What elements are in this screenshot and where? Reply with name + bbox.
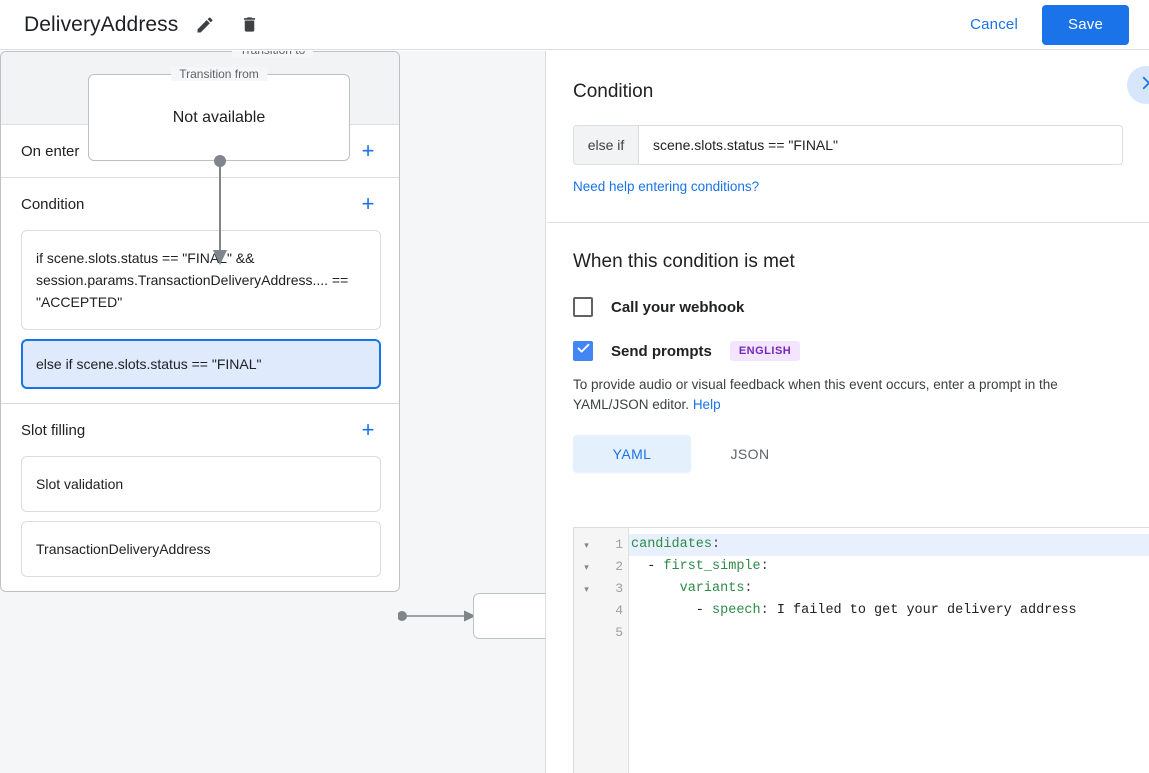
condition-section: Condition else if Need help entering con…	[547, 51, 1149, 223]
transition-to-legend: Transition to	[231, 51, 314, 57]
transition-from-card: Transition from Not available	[88, 67, 350, 161]
section-condition-title: Condition	[21, 195, 85, 213]
section-slot-filling-body: Slot validation TransactionDeliveryAddre…	[1, 456, 399, 591]
edit-button[interactable]	[188, 8, 222, 42]
prompt-description: To provide audio or visual feedback when…	[573, 375, 1123, 415]
transition-from-legend: Transition from	[171, 67, 267, 81]
condition-prefix-label: else if	[574, 126, 639, 164]
cancel-button[interactable]: Cancel	[956, 8, 1032, 41]
section-on-enter-head: On enter +	[1, 125, 399, 177]
prompt-description-text: To provide audio or visual feedback when…	[573, 377, 1058, 412]
editor-code-line[interactable]: - first_simple:	[631, 559, 769, 574]
transition-from-value: Not available	[172, 108, 266, 126]
add-condition-button[interactable]: +	[361, 191, 375, 216]
pencil-icon	[195, 15, 215, 35]
editor-line-number: 3	[615, 581, 623, 596]
check-icon	[576, 341, 591, 361]
slot-item[interactable]: TransactionDeliveryAddress	[21, 521, 381, 577]
add-on-enter-button[interactable]: +	[361, 138, 375, 163]
editor-line-number: 4	[615, 603, 623, 618]
code-editor[interactable]: ▾ ▾ ▾ 1 2 3 4 5 candidates: - first_simple: va…	[573, 527, 1149, 773]
send-prompts-label: Send prompts	[611, 342, 712, 360]
section-condition: Condition + if scene.slots.status == "FI…	[1, 178, 399, 404]
call-webhook-label: Call your webhook	[611, 298, 745, 316]
chevron-right-icon	[1137, 74, 1149, 97]
editor-line-number: 2	[615, 559, 623, 574]
add-slot-filling-button[interactable]: +	[361, 417, 375, 442]
editor-code-area[interactable]: candidates: - first_simple: variants: - …	[629, 528, 1149, 773]
editor-code-line[interactable]: - speech: I failed to get your delivery …	[631, 603, 1077, 618]
condition-input-row[interactable]: else if	[573, 125, 1123, 165]
send-prompts-row[interactable]: Send prompts ENGLISH	[573, 341, 1123, 361]
target-node-card[interactable]	[473, 593, 545, 639]
condition-help-link[interactable]: Need help entering conditions?	[573, 179, 760, 194]
tab-yaml[interactable]: YAML	[573, 435, 691, 473]
slot-item[interactable]: Slot validation	[21, 456, 381, 512]
condition-expression-input[interactable]	[639, 126, 1122, 164]
delete-button[interactable]	[232, 8, 266, 42]
editor-code-line[interactable]: variants:	[679, 581, 753, 596]
editor-fold-toggle[interactable]: ▾	[584, 561, 589, 572]
editor-format-tabs: YAML JSON	[573, 435, 1123, 473]
section-condition-head: Condition +	[1, 178, 399, 230]
send-prompts-checkbox[interactable]	[573, 341, 593, 361]
trash-icon	[240, 15, 259, 34]
editor-line-number: 1	[615, 537, 623, 552]
details-panel: Condition else if Need help entering con…	[547, 51, 1149, 773]
section-slot-filling: Slot filling + Slot validation Transacti…	[1, 404, 399, 591]
when-condition-met-section: When this condition is met Call your web…	[547, 223, 1149, 473]
section-on-enter-title: On enter	[21, 142, 80, 160]
editor-fold-toggle[interactable]	[574, 600, 599, 622]
section-condition-body: if scene.slots.status == "FINAL" && sess…	[1, 230, 399, 403]
editor-fold-toggle[interactable]: ▾	[584, 583, 589, 594]
prompt-help-link[interactable]: Help	[692, 397, 721, 412]
editor-line-number-gutter: 1 2 3 4 5	[599, 528, 629, 773]
editor-line-number: 5	[615, 625, 623, 640]
editor-fold-toggle[interactable]: ▾	[584, 539, 589, 550]
condition-out-edge	[398, 610, 476, 622]
webhook-row[interactable]: Call your webhook	[573, 297, 1123, 317]
editor-fold-gutter[interactable]: ▾ ▾ ▾	[574, 528, 599, 773]
condition-item-selected[interactable]: else if scene.slots.status == "FINAL"	[21, 339, 381, 389]
condition-item[interactable]: if scene.slots.status == "FINAL" && sess…	[21, 230, 381, 330]
section-on-enter: On enter +	[1, 125, 399, 178]
section-slot-filling-title: Slot filling	[21, 421, 86, 439]
flow-canvas[interactable]: Transition from Not available Transition…	[0, 51, 546, 773]
language-badge: ENGLISH	[729, 341, 801, 361]
when-condition-met-heading: When this condition is met	[573, 251, 795, 272]
tab-json[interactable]: JSON	[730, 446, 770, 462]
flow-connector-arrow	[213, 155, 227, 265]
condition-heading: Condition	[573, 81, 654, 102]
call-webhook-checkbox[interactable]	[573, 297, 593, 317]
app-bar: DeliveryAddress Cancel Save	[0, 0, 1149, 50]
section-slot-filling-head: Slot filling +	[1, 404, 399, 456]
editor-fold-toggle[interactable]	[574, 622, 599, 644]
editor-code-line[interactable]	[629, 622, 1149, 644]
expand-panel-button[interactable]	[1127, 66, 1149, 104]
body-split: Transition from Not available Transition…	[0, 51, 1149, 773]
editor-code-line[interactable]: candidates:	[629, 534, 1149, 556]
page-title: DeliveryAddress	[24, 12, 179, 36]
save-button[interactable]: Save	[1042, 4, 1129, 45]
